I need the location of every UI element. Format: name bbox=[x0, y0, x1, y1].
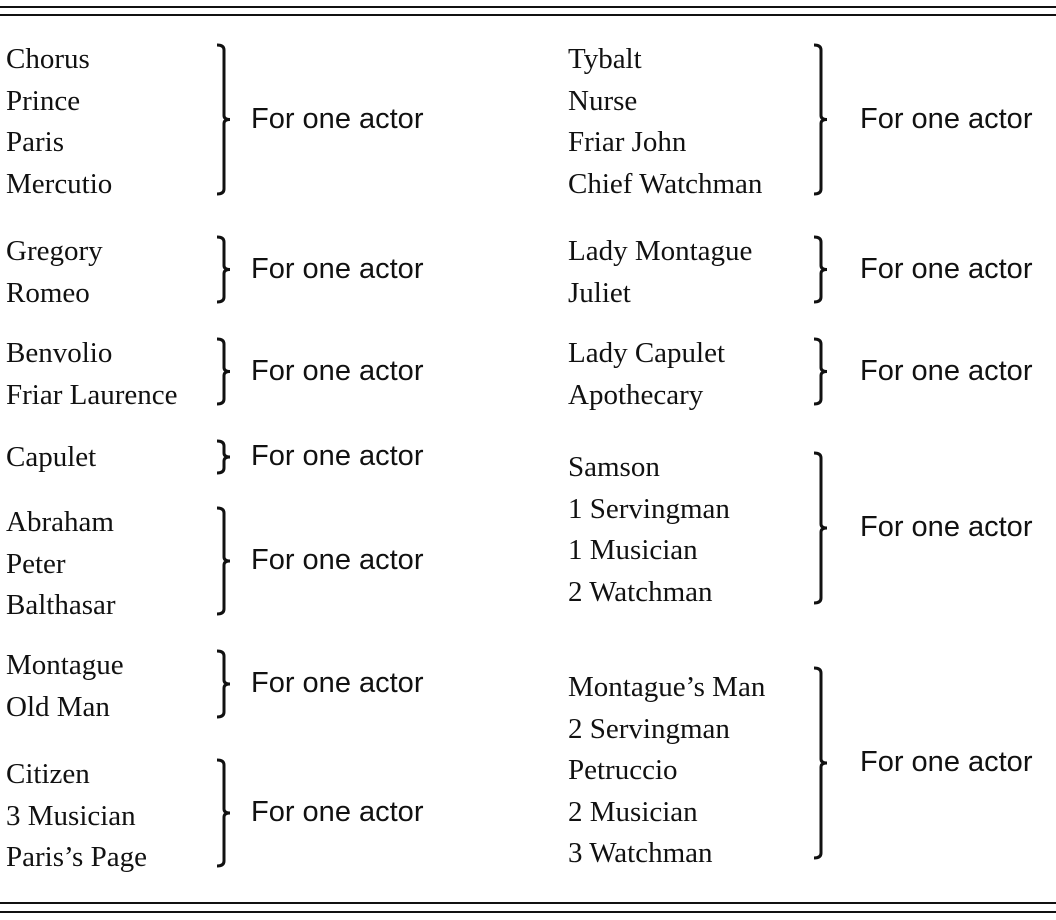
top-rule-inner bbox=[0, 14, 1056, 16]
character-name: 3 Watchman bbox=[568, 837, 713, 869]
character-name: Prince bbox=[6, 84, 81, 117]
character-name: Friar Laurence bbox=[6, 378, 178, 411]
character-name: Montague’s Man bbox=[568, 671, 766, 703]
grouping-brace-icon bbox=[216, 337, 231, 406]
actor-assignment-label: For one actor bbox=[251, 796, 424, 828]
character-name: Mercutio bbox=[6, 167, 113, 200]
actor-assignment-label: For one actor bbox=[860, 511, 1033, 543]
grouping-brace-icon bbox=[813, 337, 828, 406]
character-name: Apothecary bbox=[568, 378, 704, 411]
grouping-brace-icon bbox=[216, 649, 231, 719]
character-name: Chief Watchman bbox=[568, 167, 763, 200]
character-name: 1 Servingman bbox=[568, 492, 730, 525]
actor-assignment-label: For one actor bbox=[860, 354, 1033, 387]
actor-assignment-label: For one actor bbox=[860, 746, 1033, 778]
actor-assignment-label: For one actor bbox=[860, 102, 1033, 135]
grouping-brace-icon bbox=[813, 666, 828, 860]
character-name: Balthasar bbox=[6, 589, 116, 621]
grouping-brace-icon bbox=[216, 235, 231, 304]
character-name: Capulet bbox=[6, 441, 97, 473]
top-rule-outer bbox=[0, 6, 1056, 8]
character-name: 1 Musician bbox=[568, 534, 698, 566]
character-name: 2 Servingman bbox=[568, 712, 730, 745]
grouping-brace-icon bbox=[216, 43, 231, 196]
grouping-brace-icon bbox=[813, 451, 828, 605]
character-name: Gregory bbox=[6, 235, 103, 267]
character-name: Romeo bbox=[6, 276, 90, 309]
character-name: Paris bbox=[6, 126, 64, 158]
actor-assignment-label: For one actor bbox=[251, 544, 424, 576]
bottom-rule-lower bbox=[0, 911, 1056, 913]
bottom-rule-upper bbox=[0, 902, 1056, 904]
character-name: Peter bbox=[6, 547, 66, 580]
character-name: Chorus bbox=[6, 43, 90, 75]
character-name: Samson bbox=[568, 451, 660, 483]
grouping-brace-icon bbox=[813, 235, 828, 304]
character-name: Nurse bbox=[568, 84, 638, 117]
character-name: 2 Watchman bbox=[568, 575, 713, 608]
character-name: Citizen bbox=[6, 758, 90, 790]
character-name: Benvolio bbox=[6, 337, 113, 369]
character-name: Petruccio bbox=[568, 754, 678, 786]
character-name: Lady Montague bbox=[568, 235, 753, 267]
character-name: 2 Musician bbox=[568, 795, 698, 828]
character-name: Old Man bbox=[6, 690, 110, 723]
grouping-brace-icon bbox=[216, 758, 231, 868]
actor-assignment-label: For one actor bbox=[251, 252, 424, 285]
actor-assignment-label: For one actor bbox=[251, 102, 424, 135]
grouping-brace-icon bbox=[216, 439, 231, 475]
character-name: 3 Musician bbox=[6, 799, 136, 832]
actor-assignment-label: For one actor bbox=[860, 252, 1033, 285]
character-name: Lady Capulet bbox=[568, 337, 726, 369]
actor-assignment-label: For one actor bbox=[251, 667, 424, 699]
actor-assignment-label: For one actor bbox=[251, 440, 424, 472]
character-name: Juliet bbox=[568, 276, 631, 309]
character-name: Friar John bbox=[568, 126, 687, 158]
actor-assignment-label: For one actor bbox=[251, 354, 424, 387]
character-name: Abraham bbox=[6, 506, 114, 538]
character-name: Tybalt bbox=[568, 43, 642, 75]
grouping-brace-icon bbox=[216, 506, 231, 616]
grouping-brace-icon bbox=[813, 43, 828, 196]
character-name: Paris’s Page bbox=[6, 841, 147, 873]
character-name: Montague bbox=[6, 649, 124, 681]
